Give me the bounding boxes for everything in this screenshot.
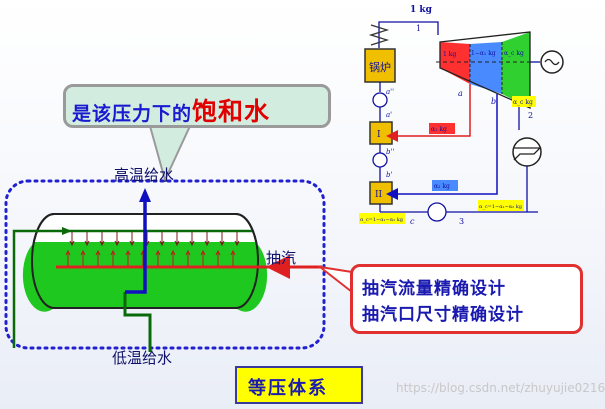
alphac-eq-right-box <box>478 200 524 211</box>
spray-arrow-head <box>174 240 180 247</box>
pump-a <box>372 92 388 108</box>
design-line-2: 抽汽口尺寸精确设计 <box>362 305 524 325</box>
alpha1-label: α₁ kg <box>431 126 447 133</box>
point-b-dprime-label: b'' <box>386 148 394 156</box>
spray-arrows <box>69 232 240 247</box>
design-line-1: 抽汽流量精确设计 <box>362 279 506 299</box>
high-temp-water-pipe <box>125 188 151 294</box>
alphac-eq-right-label: α_c=1−α₁−α₂ kg <box>479 204 523 210</box>
steam-arrow-head <box>95 249 101 256</box>
point-c-label: c <box>410 217 415 226</box>
alpha1-box <box>429 123 455 134</box>
spray-arrow-head <box>189 240 195 247</box>
low-temp-water-label: 低温给水 <box>112 349 173 367</box>
steam-arrow-head <box>185 249 191 256</box>
alphac-eq-left-box <box>359 213 405 224</box>
steam-arrow-head <box>215 249 221 256</box>
high-temp-water-label: 高温给水 <box>114 166 175 184</box>
steam-arrow-head <box>80 249 86 256</box>
node-1-label: 1 <box>416 24 421 33</box>
heater-1-label: I <box>377 130 381 140</box>
diagram-canvas: 1 kg 1 锅炉 1 kg 1−α₁ kg α_c kg a b a'' a'… <box>4 5 564 352</box>
watermark: https://blog.csdn.net/zhuyujie0216 <box>396 381 605 395</box>
boiler <box>364 48 396 83</box>
point-b-prime-label: b' <box>386 171 392 179</box>
steam-up-arrows <box>65 249 236 266</box>
node-3-label: 3 <box>459 217 464 226</box>
stage2-label: 1−α₁ kg <box>471 50 496 57</box>
low-temp-water-pipe <box>123 292 152 340</box>
spray-arrow-head <box>204 240 210 247</box>
spray-arrow-head <box>114 240 120 247</box>
spray-arrow-head <box>234 240 240 247</box>
design-callout-box <box>350 264 583 334</box>
callout-highlight: 饱和水 <box>192 97 271 126</box>
steam-arrow-head <box>110 249 116 256</box>
point-b-label: b <box>491 97 496 106</box>
node-2-label: 2 <box>528 111 533 120</box>
spray-arrow-head <box>159 240 165 247</box>
pump-3 <box>427 202 447 222</box>
callout-text: 是该压力下的饱和水 <box>72 92 270 128</box>
point-a-label: a <box>458 89 463 98</box>
equal-pressure-boundary <box>4 179 326 350</box>
pump-b <box>372 152 388 168</box>
stage1-label: 1 kg <box>443 51 456 58</box>
spray-arrow-head <box>84 240 90 247</box>
alphac-box-right <box>512 96 536 107</box>
point-a-dprime-label: a'' <box>386 88 394 96</box>
extraction-steam-label: 抽汽 <box>266 249 297 267</box>
saturated-water-callout <box>63 84 331 128</box>
spray-arrow-head <box>69 240 75 247</box>
spray-arrow-head <box>129 240 135 247</box>
steam-arrow-head <box>65 249 71 256</box>
equal-pressure-box <box>235 366 363 404</box>
alpha2-box <box>432 180 458 191</box>
turbine <box>436 31 531 110</box>
extraction-line-b <box>386 94 498 200</box>
heater-2-label: II <box>375 190 383 200</box>
equal-pressure-label: 等压体系 <box>248 378 328 399</box>
water-spray-header <box>12 227 252 348</box>
alpha2-label: α₂ kg <box>434 183 450 190</box>
steam-arrow-head <box>200 249 206 256</box>
extraction-line-a <box>386 84 471 142</box>
callout-prefix: 是该压力下的 <box>72 103 193 125</box>
alphac-eq-left-label: α_c=1−α₁−α₂ kg <box>360 217 404 223</box>
point-a-prime-label: a' <box>386 111 392 119</box>
steam-arrow-head <box>170 249 176 256</box>
steam-arrow-head <box>125 249 131 256</box>
heater-1-box <box>369 121 393 145</box>
top-flow-label: 1 kg <box>410 5 433 15</box>
stage3-label: α_c kg <box>504 50 524 57</box>
spray-arrow-head <box>219 240 225 247</box>
boiler-label: 锅炉 <box>369 61 391 74</box>
alphac-right-label: α_c kg <box>513 99 533 106</box>
steam-arrow-head <box>155 249 161 256</box>
steam-arrow-head <box>230 249 236 256</box>
spray-arrow-head <box>99 240 105 247</box>
